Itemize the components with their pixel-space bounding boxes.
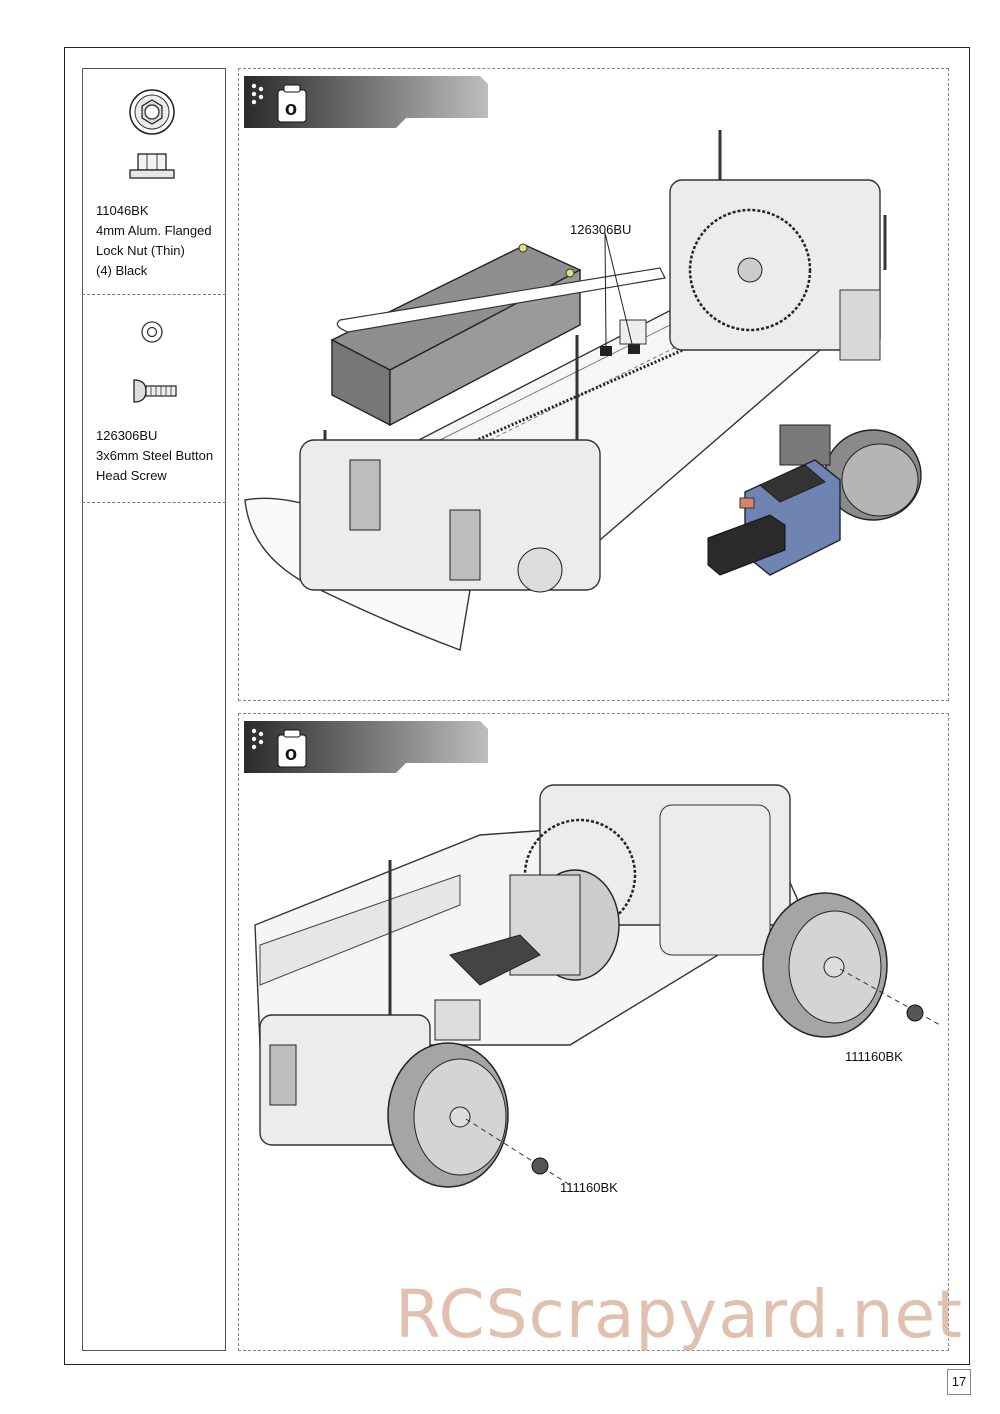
chassis-assembly-illustration-1 — [244, 130, 922, 651]
part-code-11046bk: 11046BK — [96, 203, 149, 218]
washer-icon — [141, 321, 163, 343]
page-number: 17 — [947, 1369, 971, 1395]
flanged-lock-nut-icon — [129, 89, 175, 179]
step-tab-1 — [244, 76, 488, 128]
part-desc-11046bk: 4mm Alum. Flanged Lock Nut (Thin) (4) Bl… — [96, 223, 212, 278]
callout-111160bk-front: 111160BK — [560, 1180, 618, 1195]
chassis-assembly-illustration-2 — [254, 784, 941, 1188]
parts-divider — [82, 294, 226, 295]
step-panel-2 — [238, 713, 949, 1351]
part-code-126306bu: 126306BU — [96, 428, 158, 443]
parts-divider — [82, 502, 226, 503]
watermark: RCScrapyard.net — [395, 1276, 963, 1353]
part-desc-126306bu: 3x6mm Steel Button Head Screw — [96, 448, 214, 483]
parts-sidebar — [82, 68, 226, 1351]
step-panel-1 — [238, 68, 949, 701]
step-tab-2 — [244, 721, 488, 773]
step-label-2: o — [284, 743, 298, 765]
button-head-screw-icon — [133, 379, 177, 403]
callout-126306bu: 126306BU — [570, 222, 632, 237]
step-label-1: o — [284, 98, 298, 120]
callout-111160bk-rear: 111160BK — [845, 1049, 903, 1064]
page-frame — [64, 47, 970, 1365]
